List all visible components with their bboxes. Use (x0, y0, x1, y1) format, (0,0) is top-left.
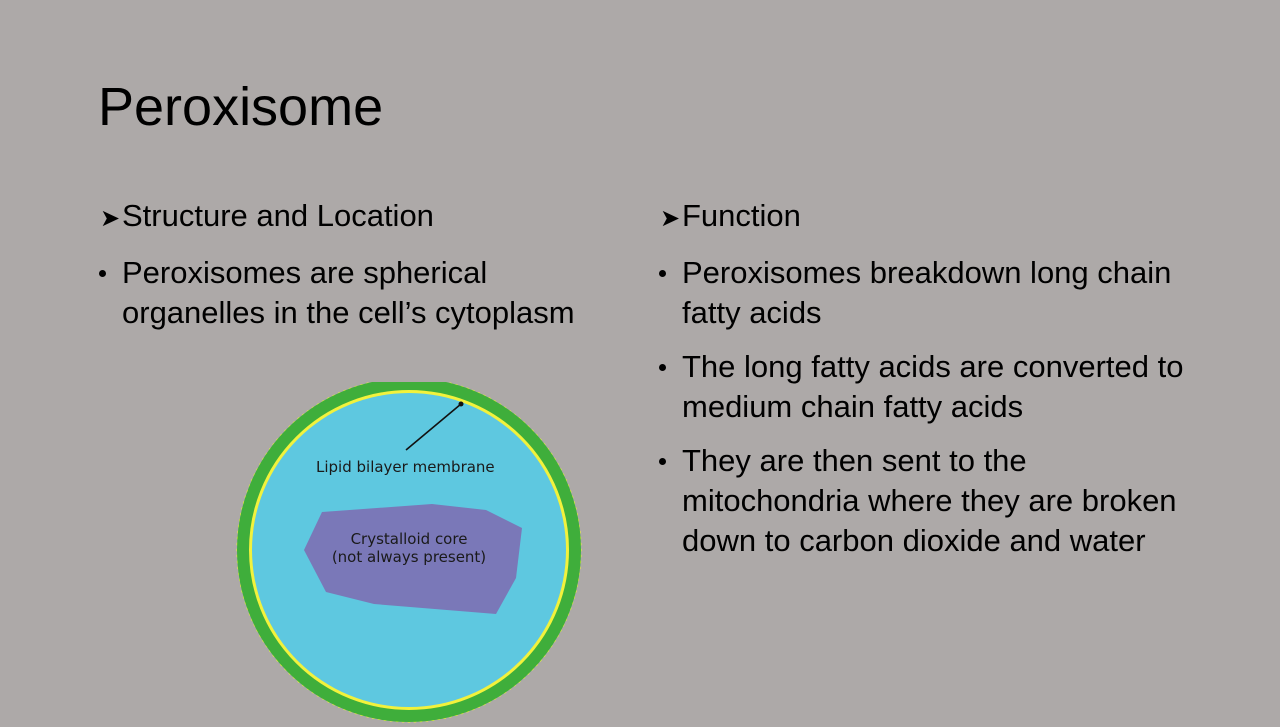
slide-title: Peroxisome (98, 77, 384, 137)
function-bullet-text: They are then sent to the mitochondria w… (682, 443, 1177, 558)
function-bullet: They are then sent to the mitochondria w… (659, 441, 1200, 561)
structure-heading-text: Structure and Location (122, 198, 434, 233)
core-label-line2: (not always present) (332, 548, 486, 566)
function-bullet-list: Peroxisomes breakdown long chain fatty a… (659, 253, 1200, 561)
crystalloid-core (304, 504, 522, 614)
arrow-bullet-icon: ➤ (100, 205, 121, 232)
function-bullet: Peroxisomes breakdown long chain fatty a… (659, 253, 1200, 333)
bullet-dot (659, 458, 666, 465)
membrane-pointer-dot (458, 401, 464, 407)
membrane-pointer-line (405, 403, 462, 451)
function-bullet-text: Peroxisomes breakdown long chain fatty a… (682, 255, 1172, 330)
bullet-dot (659, 270, 666, 277)
peroxisome-diagram-svg: Lipid bilayer membrane Crystalloid core … (236, 382, 582, 723)
peroxisome-diagram: Lipid bilayer membrane Crystalloid core … (224, 382, 596, 727)
lipid-bilayer-ring (237, 382, 581, 722)
bullet-dot (659, 364, 666, 371)
membrane-label: Lipid bilayer membrane (316, 458, 495, 476)
function-heading-text: Function (682, 198, 801, 233)
structure-column: ➤ Structure and Location Peroxisomes are… (99, 196, 630, 347)
function-heading: ➤ Function (660, 196, 1200, 239)
bullet-dot (99, 270, 106, 277)
structure-bullet-text: Peroxisomes are spherical organelles in … (122, 255, 575, 330)
arrow-bullet-icon: ➤ (660, 205, 681, 232)
function-bullet: The long fatty acids are converted to me… (659, 347, 1200, 427)
core-label-line1: Crystalloid core (351, 530, 468, 548)
structure-bullet: Peroxisomes are spherical organelles in … (99, 253, 630, 333)
function-column: ➤ Function Peroxisomes breakdown long ch… (659, 196, 1200, 575)
function-bullet-text: The long fatty acids are converted to me… (682, 349, 1184, 424)
structure-heading: ➤ Structure and Location (100, 196, 630, 239)
structure-bullet-list: Peroxisomes are spherical organelles in … (99, 253, 630, 333)
